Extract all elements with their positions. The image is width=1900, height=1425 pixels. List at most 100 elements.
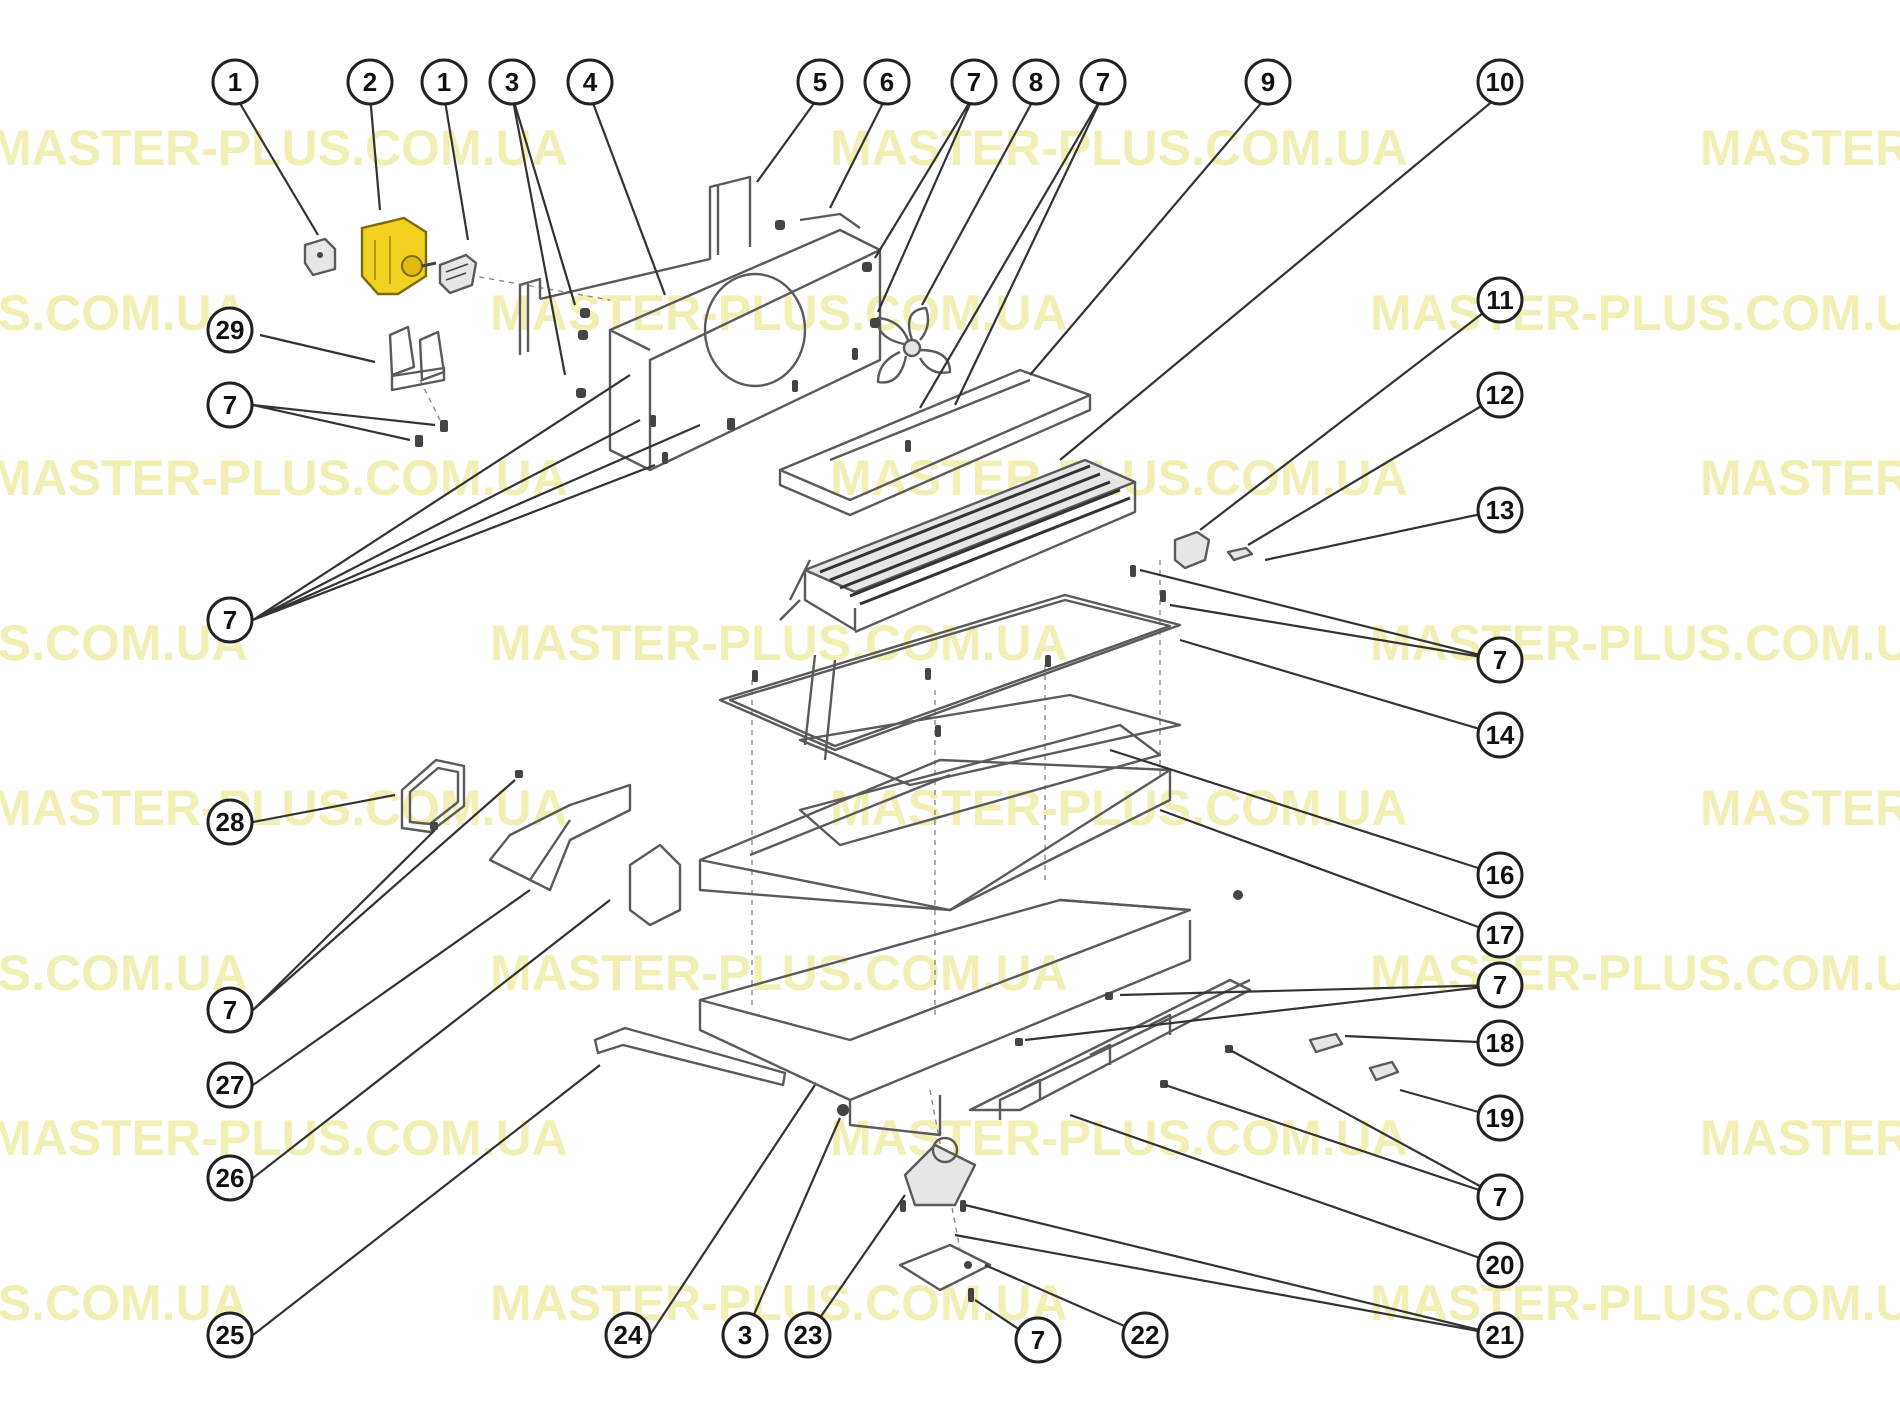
watermark-text: MASTER-PLUS.COM.UA xyxy=(0,450,568,506)
part-27-air-duct xyxy=(488,783,632,892)
callout: 14 xyxy=(1476,711,1524,759)
callout: 7 xyxy=(1014,1316,1062,1364)
callout-label: 1 xyxy=(437,67,451,97)
part-28-gasket xyxy=(400,758,466,834)
part-1-clip-left xyxy=(303,237,337,277)
callout-label: 23 xyxy=(794,1320,823,1350)
callout-label: 28 xyxy=(216,807,245,837)
part-3-grommet xyxy=(1233,890,1243,900)
callout: 1 xyxy=(420,58,468,106)
callout-label: 7 xyxy=(223,995,237,1025)
watermark-text: MASTER-PLUS.COM.UA xyxy=(1370,945,1900,1001)
callout-label: 20 xyxy=(1486,1250,1515,1280)
callout: 7 xyxy=(206,986,254,1034)
callout-label: 17 xyxy=(1486,920,1515,950)
callout: 28 xyxy=(206,798,254,846)
callout: 12 xyxy=(1476,371,1524,419)
watermark-text: MASTER-PLUS.COM.UA xyxy=(0,945,248,1001)
part-1-clip-right xyxy=(438,253,478,295)
callout: 7 xyxy=(1476,961,1524,1009)
watermark-text: MASTER-PLUS.COM.UA xyxy=(1370,1275,1900,1331)
callout-label: 3 xyxy=(505,67,519,97)
screws xyxy=(415,220,1233,1302)
watermark-text: MASTER-PLUS.COM.UA xyxy=(0,1110,568,1166)
callout-label: 24 xyxy=(614,1320,643,1350)
callout: 24 xyxy=(604,1311,652,1359)
part-19-connector xyxy=(1368,1060,1400,1082)
watermark-text: MASTER-PLUS.COM.UA xyxy=(490,1275,1068,1331)
part-24-bottom-pan xyxy=(698,898,1192,1137)
callout: 29 xyxy=(206,306,254,354)
callout-label: 12 xyxy=(1486,380,1515,410)
watermark-text: MASTER-PLUS.COM.UA xyxy=(1700,780,1900,836)
part-14-frame xyxy=(718,593,1182,761)
callout: 11 xyxy=(1476,276,1524,324)
callout-label: 7 xyxy=(967,67,981,97)
callout: 8 xyxy=(1012,58,1060,106)
watermark-text: MASTER-PLUS.COM.UA xyxy=(1700,1110,1900,1166)
callout-label: 8 xyxy=(1029,67,1043,97)
callout-label: 5 xyxy=(813,67,827,97)
callout-label: 25 xyxy=(216,1320,245,1350)
callout: 7 xyxy=(206,381,254,429)
callout: 25 xyxy=(206,1311,254,1359)
watermark-text: MASTER-PLUS.COM.UA xyxy=(490,615,1068,671)
part-6-fan-shroud xyxy=(608,212,882,472)
callout: 7 xyxy=(950,58,998,106)
callout-label: 7 xyxy=(223,390,237,420)
watermark-text: MASTER-PLUS.COM.UA xyxy=(1370,615,1900,671)
part-5-wire-frame xyxy=(518,175,752,355)
watermark-text: MASTER-PLUS.COM.UA xyxy=(0,285,248,341)
part-17-plate xyxy=(798,723,1162,847)
part-20-rail xyxy=(968,978,1252,1120)
callout: 10 xyxy=(1476,58,1524,106)
callout-label: 13 xyxy=(1486,495,1515,525)
callout: 3 xyxy=(721,1311,769,1359)
part-3-grommet xyxy=(837,1104,849,1116)
callout-label: 4 xyxy=(583,67,598,97)
callout: 5 xyxy=(796,58,844,106)
callout-label: 1 xyxy=(228,67,242,97)
part-8-fan-blade xyxy=(876,306,952,384)
callout: 13 xyxy=(1476,486,1524,534)
watermark-text: MASTER-PLUS.COM.UA xyxy=(0,615,248,671)
watermark-text: MASTER-PLUS.COM.UA xyxy=(490,285,1068,341)
watermark-text: MASTER-PLUS.COM.UA xyxy=(1700,120,1900,176)
watermark-text: MASTER-PLUS.COM.UA xyxy=(830,120,1408,176)
watermark-layer: MASTER-PLUS.COM.UA MASTER-PLUS.COM.UA MA… xyxy=(0,120,1900,1331)
part-16-insulation-sheet xyxy=(798,693,1182,787)
callout-label: 21 xyxy=(1486,1320,1515,1350)
callout-label: 7 xyxy=(223,605,237,635)
watermark-text: MASTER-PLUS.COM.UA xyxy=(1700,450,1900,506)
callout-label: 18 xyxy=(1486,1028,1515,1058)
callout-label: 26 xyxy=(216,1163,245,1193)
callout-label: 16 xyxy=(1486,860,1515,890)
callout-label: 22 xyxy=(1131,1320,1160,1350)
parts-layer xyxy=(303,175,1400,1302)
assembly-guide-lines xyxy=(419,269,1161,1251)
callout: 9 xyxy=(1244,58,1292,106)
callout: 19 xyxy=(1476,1094,1524,1142)
callout: 7 xyxy=(1079,58,1127,106)
part-12-sensor xyxy=(1226,546,1254,562)
callout-layer: 1 2 1 3 4 5 6 7 8 7 9 10 29 7 11 12 13 7… xyxy=(206,58,1524,1364)
callout: 18 xyxy=(1476,1019,1524,1067)
watermark-text: MASTER-PLUS.COM.UA xyxy=(0,120,568,176)
callout-label: 7 xyxy=(1031,1325,1045,1355)
part-25-rail xyxy=(593,1026,787,1087)
callout-label: 11 xyxy=(1486,285,1514,315)
callout-label: 6 xyxy=(880,67,894,97)
leader-lines xyxy=(234,94,1501,1341)
callout: 7 xyxy=(206,596,254,644)
part-10-evaporator xyxy=(779,458,1137,634)
callout-label: 2 xyxy=(363,67,377,97)
watermark-text: MASTER-PLUS.COM.UA xyxy=(0,780,568,836)
callout: 3 xyxy=(488,58,536,106)
part-26-duct-cover xyxy=(628,843,682,927)
callout: 22 xyxy=(1121,1311,1169,1359)
callout: 20 xyxy=(1476,1241,1524,1289)
callout-label: 7 xyxy=(1493,1182,1507,1212)
callout: 1 xyxy=(211,58,259,106)
callout-label: 7 xyxy=(1493,970,1507,1000)
